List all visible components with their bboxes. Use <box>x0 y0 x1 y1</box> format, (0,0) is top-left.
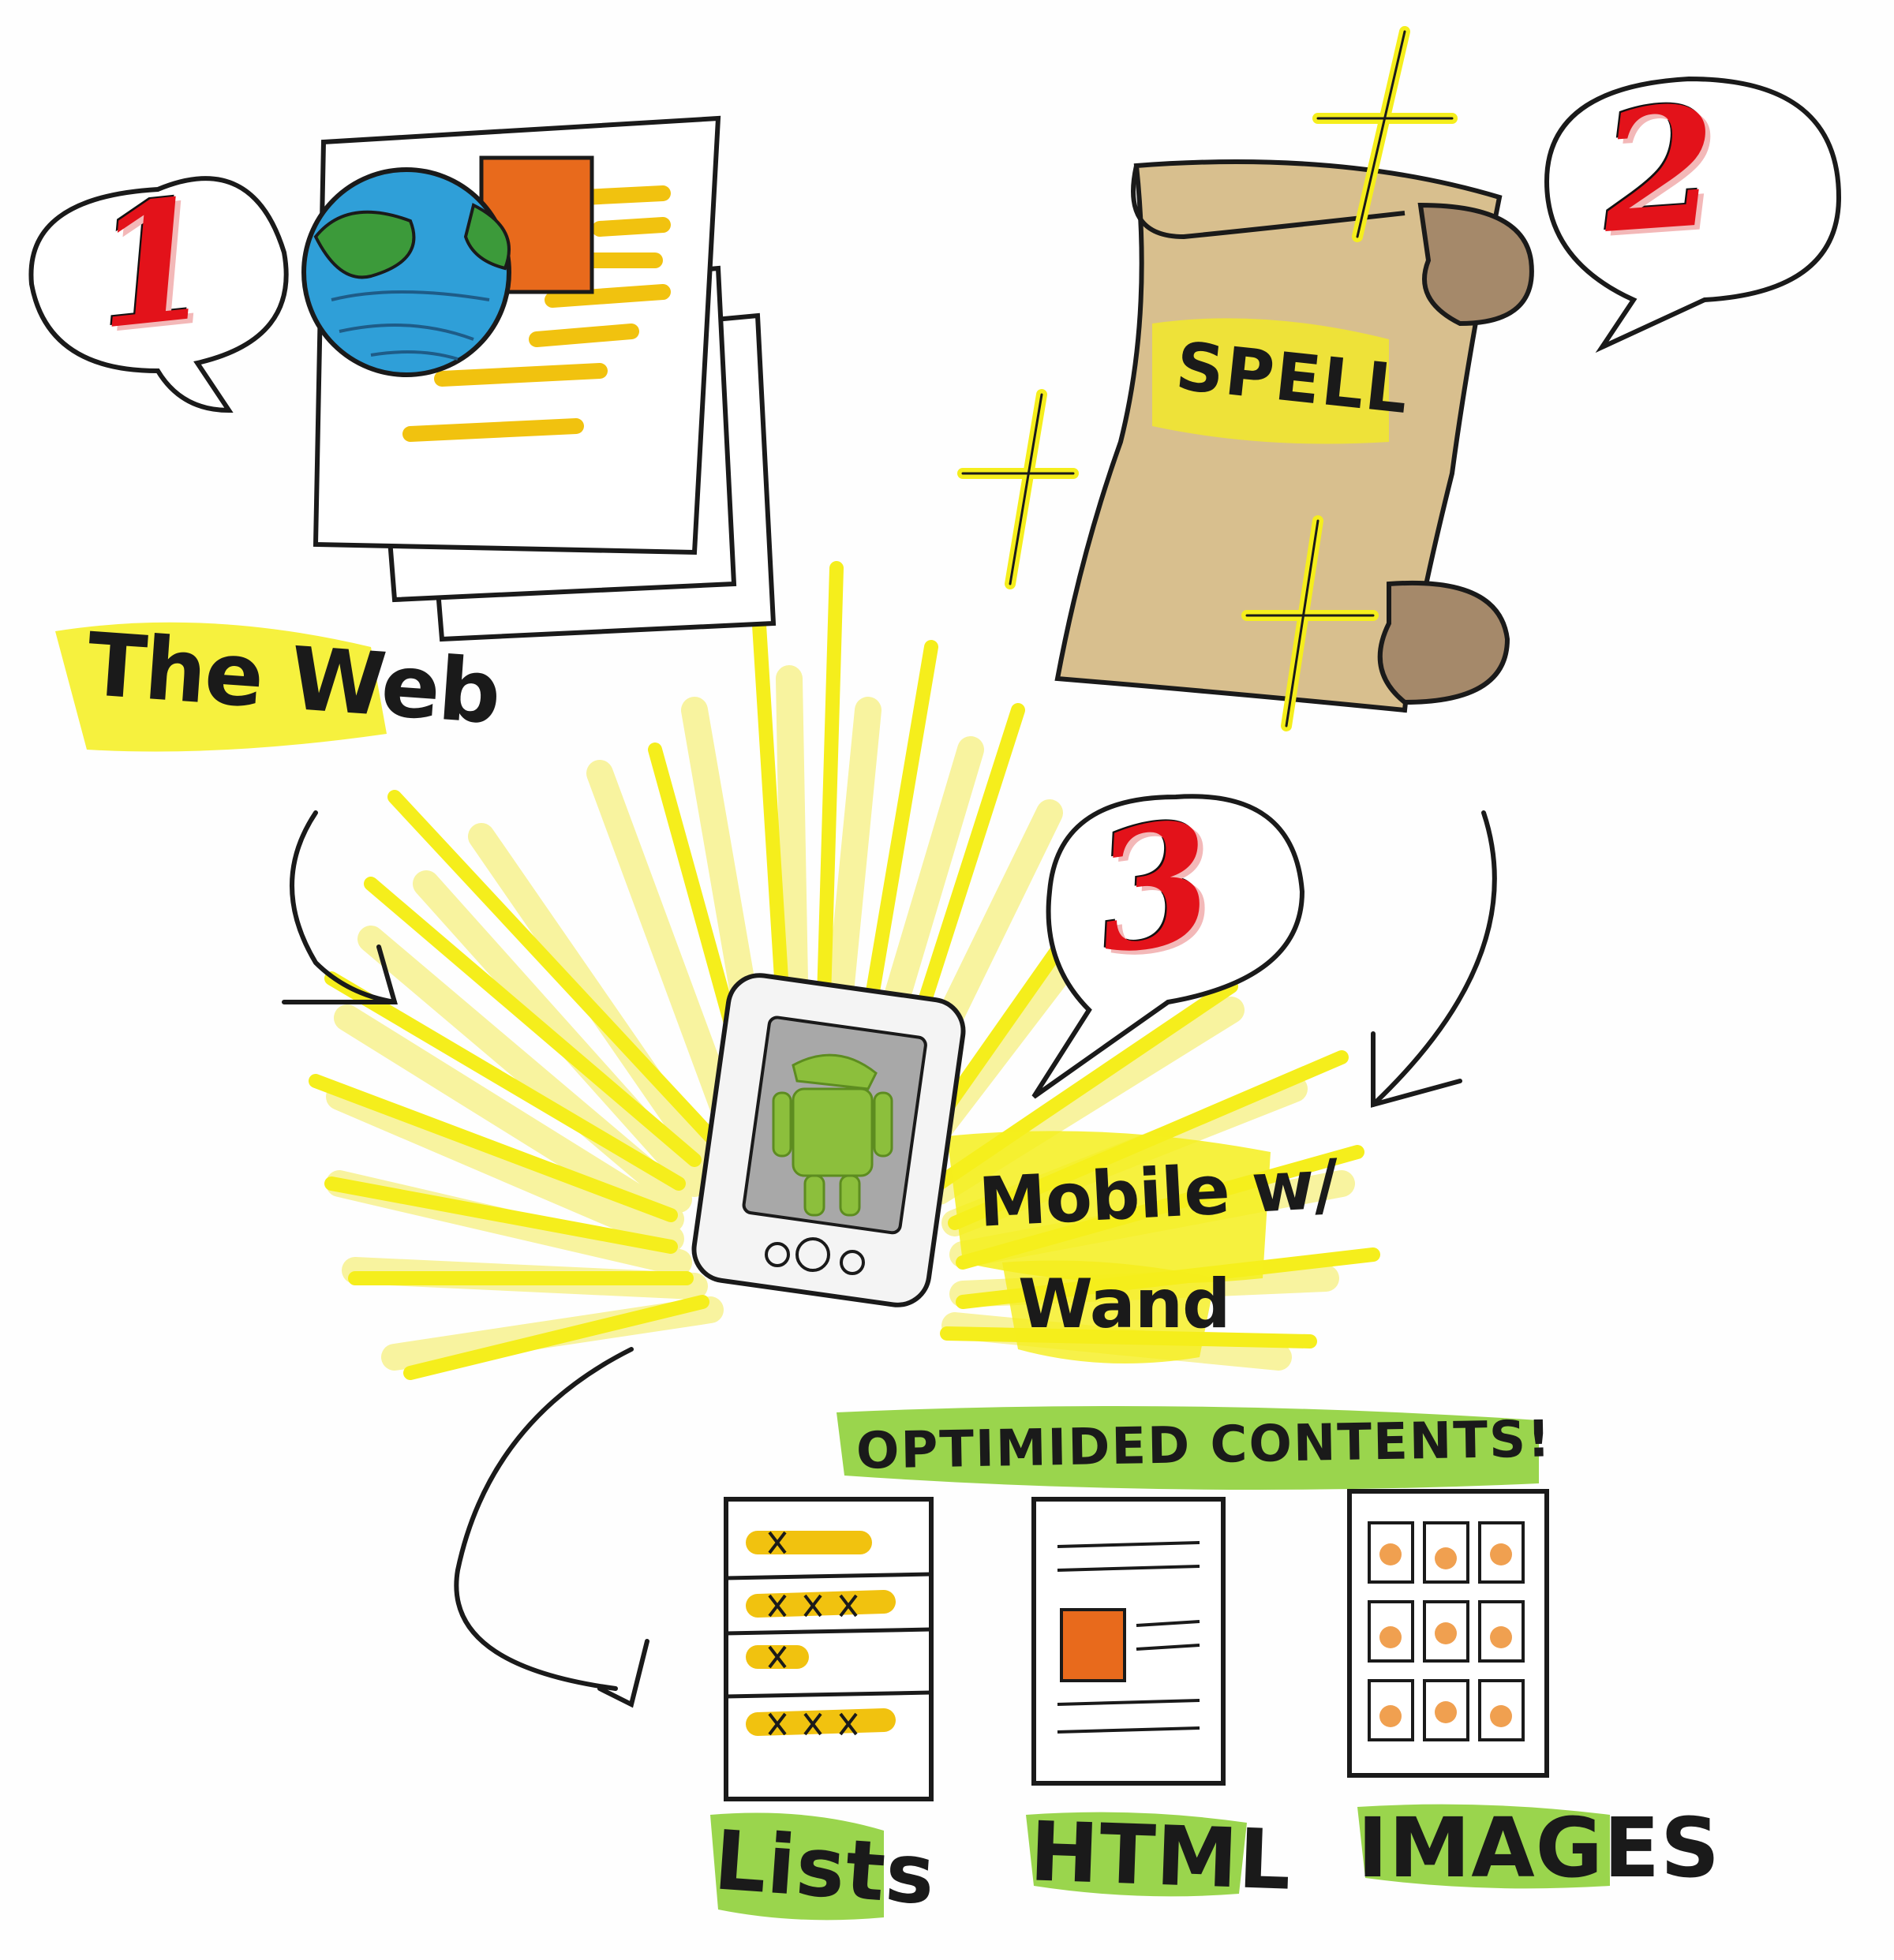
spell-glow <box>1152 318 1389 444</box>
image-grid-icon <box>1347 1489 1549 1778</box>
mobile-label: Mobile w/ <box>976 1145 1340 1243</box>
html-label: HTML <box>1027 1803 1293 1909</box>
page-text-lines <box>402 185 671 442</box>
step-three-number: 3 <box>1084 783 1226 992</box>
step-three-bubble <box>1031 794 1305 1099</box>
flow-arrows <box>282 810 1497 1708</box>
globe-icon <box>301 167 511 377</box>
list-page-icon <box>724 1497 934 1801</box>
optimized-contents-title: OPTIMIDED CONTENTS! <box>855 1410 1552 1481</box>
the-web-label: The Web <box>84 613 503 744</box>
step-two-bubble <box>1544 76 1842 353</box>
lists-label: Lists <box>711 1812 939 1924</box>
step-one-bubble <box>28 176 289 413</box>
step-two-number: 2 <box>1595 68 1724 271</box>
sparkle-outlines <box>961 30 1454 728</box>
wand-label: Wand <box>1018 1265 1231 1344</box>
android-icon <box>772 1053 893 1217</box>
images-label: IMAGES <box>1357 1800 1720 1896</box>
step-one-number: 1 <box>84 161 220 367</box>
html-page-icon <box>1031 1497 1226 1786</box>
text-highlights <box>55 622 1610 1921</box>
